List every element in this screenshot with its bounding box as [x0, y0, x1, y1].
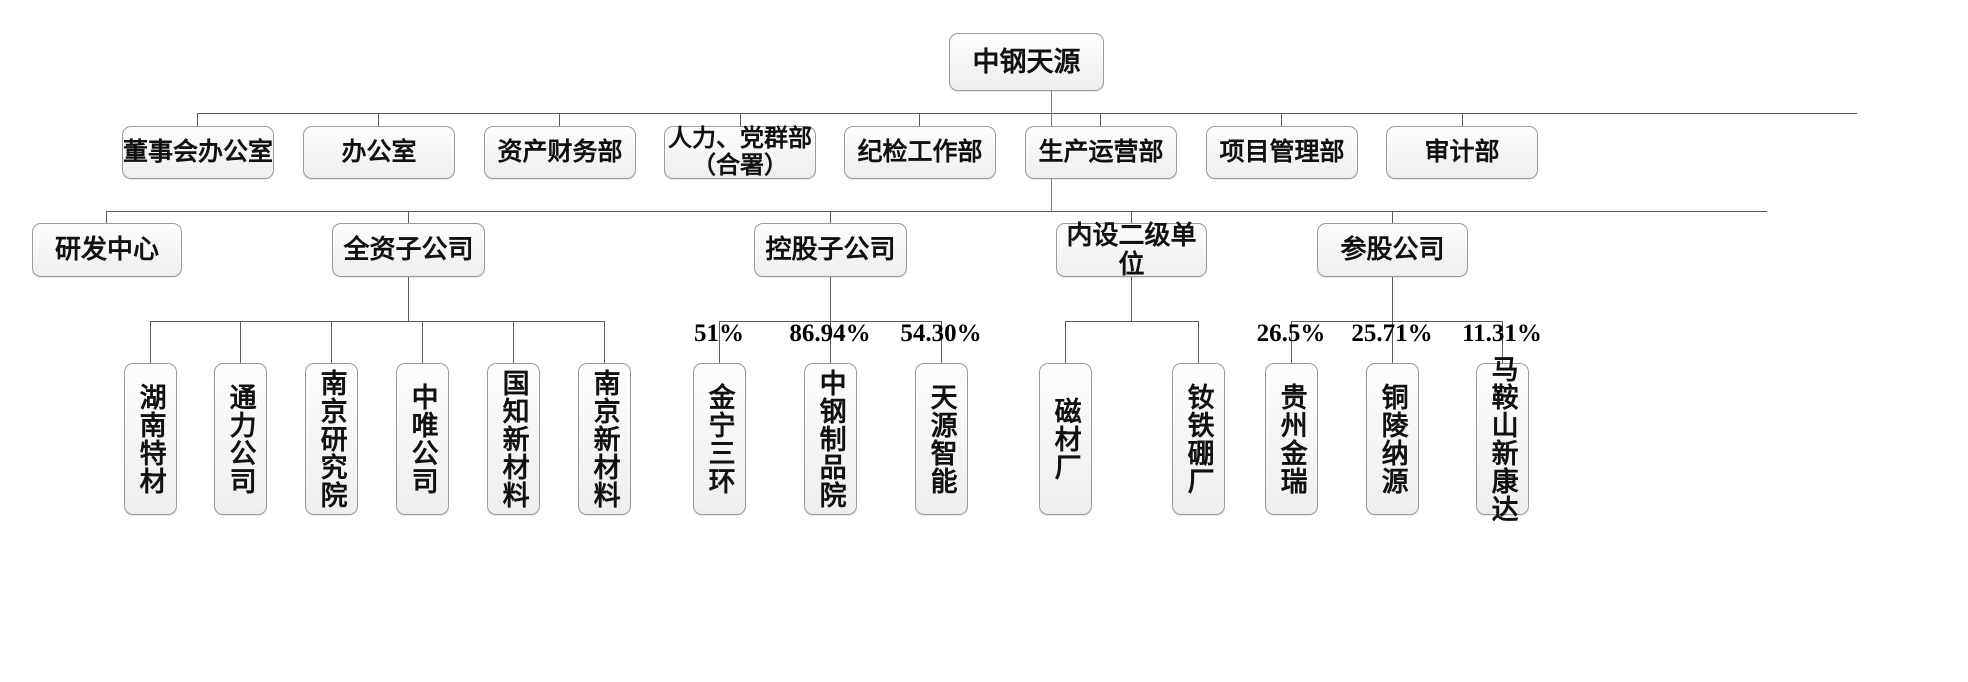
- connector-internal-bus: [1065, 321, 1198, 322]
- node-dept-label: 董事会办公室: [123, 138, 274, 166]
- node-subsidiary-label: 通力公司: [225, 383, 256, 495]
- connector-equity-drop-2: [1392, 321, 1393, 363]
- connector-equity-stem: [1392, 277, 1393, 321]
- connector-row2-bus: [197, 113, 1857, 114]
- connector-internal-drop-2: [1198, 321, 1199, 363]
- node-category-wholly-owned[interactable]: 全资子公司: [332, 223, 485, 277]
- connector-dept-drop-7: [1281, 113, 1282, 126]
- connector-wholly-drop-2: [240, 321, 241, 363]
- node-dept-hr-party[interactable]: 人力、党群部 （合署）: [664, 126, 816, 179]
- connector-dept-drop-5: [919, 113, 920, 126]
- connector-wholly-drop-4: [422, 321, 423, 363]
- node-equity-tongling-nayuan[interactable]: 铜陵纳源: [1366, 363, 1419, 515]
- connector-holding-drop-2: [830, 321, 831, 363]
- connector-dept-drop-2: [378, 113, 379, 126]
- node-holding-zhonggang-zhipinyuan[interactable]: 中钢制品院: [804, 363, 857, 515]
- node-root-label: 中钢天源: [972, 46, 1081, 77]
- connector-cat-drop-3: [830, 211, 831, 223]
- node-equity-maanshan-xinkangda[interactable]: 马鞍山新康达: [1476, 355, 1529, 523]
- node-dept-label: 生产运营部: [1038, 138, 1164, 166]
- node-category-label: 全资子公司: [343, 235, 474, 265]
- node-equity-label: 铜陵纳源: [1377, 383, 1408, 495]
- node-dept-board-office[interactable]: 董事会办公室: [122, 126, 274, 179]
- node-subsidiary-label: 国知新材料: [498, 369, 529, 509]
- connector-row3-bus: [106, 211, 1767, 212]
- node-holding-tianyuan-zhineng[interactable]: 天源智能: [915, 363, 968, 515]
- node-dept-production[interactable]: 生产运营部: [1025, 126, 1177, 179]
- node-equity-label: 贵州金瑞: [1276, 383, 1307, 495]
- node-root[interactable]: 中钢天源: [949, 33, 1104, 91]
- connector-wholly-drop-5: [513, 321, 514, 363]
- node-subsidiary-hunan-tecai[interactable]: 湖南特材: [124, 363, 177, 515]
- node-dept-label: 资产财务部: [497, 138, 623, 166]
- node-category-equity[interactable]: 参股公司: [1317, 223, 1468, 277]
- node-category-internal-units[interactable]: 内设二级单位: [1056, 220, 1207, 279]
- node-equity-guizhou-jinrui[interactable]: 贵州金瑞: [1265, 363, 1318, 515]
- percent-maanshan-xinkangda: 11.31%: [1462, 320, 1542, 347]
- node-category-label: 内设二级单位: [1066, 220, 1197, 279]
- connector-cat-drop-4: [1131, 211, 1132, 223]
- connector-dept-drop-3: [559, 113, 560, 126]
- node-dept-label: 人力、党群部 （合署）: [668, 125, 812, 179]
- node-subsidiary-nanjing-institute[interactable]: 南京研究院: [305, 363, 358, 515]
- connector-dept-drop-8: [1462, 113, 1463, 126]
- percent-tongling-nayuan: 25.71%: [1351, 320, 1433, 347]
- node-internal-ndfeb-factory[interactable]: 钕铁硼厂: [1172, 363, 1225, 515]
- node-holding-label: 中钢制品院: [815, 369, 846, 509]
- connector-holding-stem: [830, 277, 831, 321]
- connector-holding-drop-3: [941, 321, 942, 363]
- connector-wholly-stem: [408, 277, 409, 321]
- node-category-label: 研发中心: [54, 235, 159, 265]
- node-subsidiary-label: 南京研究院: [316, 369, 347, 509]
- connector-cat-drop-2: [408, 211, 409, 223]
- node-category-rd-center[interactable]: 研发中心: [32, 223, 182, 277]
- node-holding-jinning-sanhuan[interactable]: 金宁三环: [693, 363, 746, 515]
- node-category-label: 参股公司: [1340, 235, 1445, 265]
- node-subsidiary-guozhi-newmat[interactable]: 国知新材料: [487, 363, 540, 515]
- node-holding-label: 天源智能: [926, 383, 957, 495]
- connector-wholly-bus: [150, 321, 605, 322]
- node-internal-label: 钕铁硼厂: [1183, 383, 1214, 495]
- percent-jinning-sanhuan: 51%: [694, 320, 744, 347]
- node-subsidiary-label: 中唯公司: [407, 383, 438, 495]
- node-subsidiary-nanjing-newmat[interactable]: 南京新材料: [578, 363, 631, 515]
- connector-dept-drop-4: [740, 113, 741, 126]
- node-dept-label: 审计部: [1424, 138, 1500, 166]
- node-subsidiary-zhongwei[interactable]: 中唯公司: [396, 363, 449, 515]
- connector-dept-drop-6: [1100, 113, 1101, 126]
- connector-cat-drop-1: [106, 211, 107, 223]
- node-subsidiary-tongli[interactable]: 通力公司: [214, 363, 267, 515]
- node-dept-label: 项目管理部: [1219, 138, 1345, 166]
- node-dept-asset-finance[interactable]: 资产财务部: [484, 126, 636, 179]
- node-subsidiary-label: 南京新材料: [589, 369, 620, 509]
- node-dept-discipline[interactable]: 纪检工作部: [844, 126, 996, 179]
- connector-equity-drop-1: [1291, 321, 1292, 363]
- percent-guizhou-jinrui: 26.5%: [1256, 320, 1326, 347]
- node-category-label: 控股子公司: [765, 235, 896, 265]
- connector-wholly-drop-6: [604, 321, 605, 363]
- node-dept-project-mgmt[interactable]: 项目管理部: [1206, 126, 1358, 179]
- node-internal-label: 磁材厂: [1050, 397, 1081, 481]
- connector-holding-drop-1: [719, 321, 720, 363]
- node-holding-label: 金宁三环: [704, 383, 735, 495]
- connector-cat-drop-5: [1392, 211, 1393, 223]
- connector-wholly-drop-1: [150, 321, 151, 363]
- node-internal-magnet-factory[interactable]: 磁材厂: [1039, 363, 1092, 515]
- node-equity-label: 马鞍山新康达: [1487, 355, 1518, 523]
- connector-internal-drop-1: [1065, 321, 1066, 363]
- connector-wholly-drop-3: [331, 321, 332, 363]
- node-dept-office[interactable]: 办公室: [303, 126, 455, 179]
- node-dept-label: 纪检工作部: [857, 138, 983, 166]
- node-subsidiary-label: 湖南特材: [135, 383, 166, 495]
- connector-dept-drop-1: [197, 113, 198, 126]
- node-dept-label: 办公室: [341, 138, 417, 166]
- node-category-holding[interactable]: 控股子公司: [754, 223, 907, 277]
- percent-tianyuan-zhineng: 54.30%: [900, 320, 982, 347]
- node-dept-audit[interactable]: 审计部: [1386, 126, 1538, 179]
- connector-equity-drop-3: [1502, 321, 1503, 363]
- connector-internal-stem: [1131, 277, 1132, 321]
- connector-equity-bus: [1291, 321, 1502, 322]
- percent-zhonggang-zhipinyuan: 86.94%: [789, 320, 871, 347]
